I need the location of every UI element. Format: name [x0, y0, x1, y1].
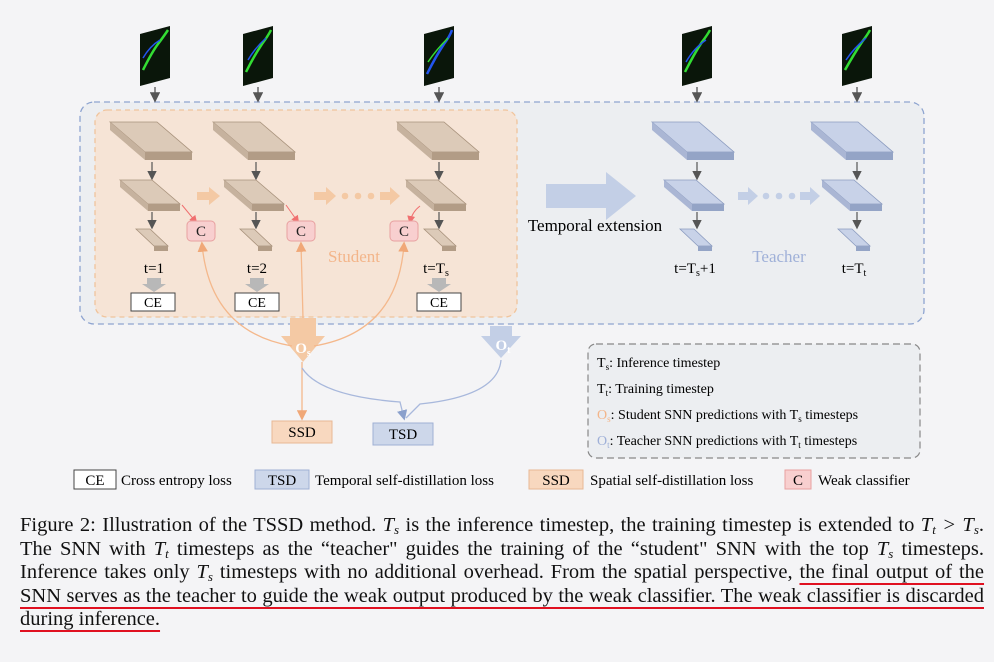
- tsd-curves: [301, 359, 502, 421]
- input-frame-icon: [140, 26, 170, 103]
- teacher-timestep-arrows: [738, 187, 820, 205]
- classifier-label: C: [196, 224, 206, 240]
- temporal-extension-label: Temporal extension: [528, 216, 663, 235]
- caption-highlight: the final output of the SNN serves as th…: [20, 561, 985, 630]
- svg-text:Temporal self-distillation los: Temporal self-distillation loss: [315, 473, 494, 489]
- input-frame-icon: [682, 26, 712, 103]
- teacher-t-label-2: t=Tt: [842, 261, 867, 279]
- note-os: Os: Student SNN predictions with Ts time…: [597, 408, 858, 424]
- ssd-curves: [197, 241, 409, 421]
- t-label-2: t=2: [247, 261, 267, 277]
- ce-label: CE: [430, 296, 448, 311]
- svg-text:CE: CE: [85, 473, 104, 489]
- weak-classifier-3: C: [389, 220, 419, 242]
- student-column-1: [108, 121, 198, 251]
- svg-text:SSD: SSD: [288, 425, 316, 441]
- ce-label: CE: [248, 296, 266, 311]
- svg-text:Os: Os: [295, 341, 311, 359]
- student-column-ts: [395, 121, 481, 251]
- figure-caption: Figure 2: Illustration of the TSSD metho…: [20, 514, 985, 630]
- weak-classifier-2: C: [286, 220, 316, 242]
- teacher-t-label-1: t=Ts+1: [674, 261, 716, 279]
- teacher-output: Ot: [481, 326, 521, 358]
- svg-text:Spatial self-distillation loss: Spatial self-distillation loss: [590, 473, 753, 489]
- student-label: Student: [328, 247, 380, 266]
- svg-text:TSD: TSD: [389, 427, 418, 443]
- tsd-box: TSD: [372, 422, 434, 446]
- temporal-extension-arrow: Temporal extension: [528, 172, 663, 235]
- svg-text:C: C: [793, 473, 803, 489]
- teacher-label: Teacher: [752, 247, 806, 266]
- t-label-ts: t=Ts: [423, 261, 449, 279]
- ce-box-2: CE: [234, 278, 280, 312]
- svg-text:TSD: TSD: [268, 473, 297, 489]
- note-ts: Ts: Inference timestep: [597, 356, 720, 372]
- ce-box-1: CE: [130, 278, 176, 312]
- classifier-label: C: [399, 224, 409, 240]
- notation-box: Ts: Inference timestep Tt: Training time…: [587, 343, 921, 459]
- caption-prefix: Figure 2: Illustration of the TSSD metho…: [20, 514, 377, 536]
- legend: CE Cross entropy loss TSD Temporal self-…: [73, 469, 910, 490]
- student-region: [94, 109, 518, 318]
- input-frame-icon: [842, 26, 872, 103]
- svg-text:Cross entropy loss: Cross entropy loss: [121, 473, 232, 489]
- ce-label: CE: [144, 296, 162, 311]
- tssd-figure: C C C t=1 t=2 t=Ts Student CE CE CE Temp…: [73, 26, 925, 490]
- note-tt: Tt: Training timestep: [597, 382, 714, 398]
- input-frame-icon: [424, 26, 454, 103]
- student-column-2: [211, 121, 300, 251]
- classifier-label: C: [296, 224, 306, 240]
- teacher-column-1: [650, 121, 736, 251]
- weak-classifier-1: C: [186, 220, 216, 242]
- svg-text:SSD: SSD: [542, 473, 570, 489]
- timestep-arrows: [197, 187, 400, 205]
- ce-box-3: CE: [416, 278, 462, 312]
- svg-text:Ot: Ot: [495, 338, 511, 356]
- svg-text:Weak classifier: Weak classifier: [818, 473, 910, 489]
- student-output: Os: [281, 318, 325, 362]
- input-frame-icon: [243, 26, 273, 103]
- input-frames: [140, 26, 872, 103]
- t-label-1: t=1: [144, 261, 164, 277]
- note-ot: Ot: Teacher SNN predictions with Tt time…: [597, 434, 857, 450]
- teacher-column-2: [809, 121, 895, 251]
- ssd-box: SSD: [271, 420, 333, 444]
